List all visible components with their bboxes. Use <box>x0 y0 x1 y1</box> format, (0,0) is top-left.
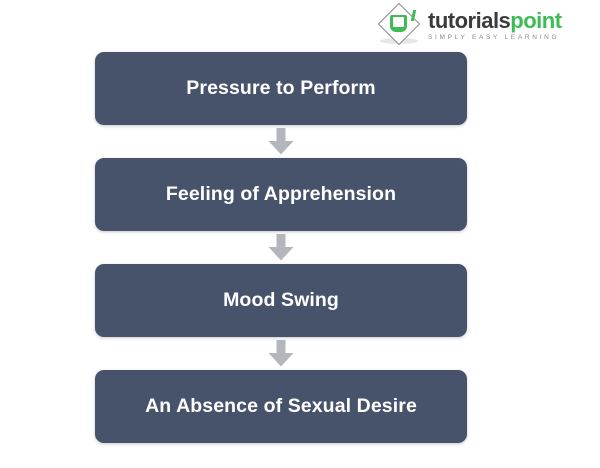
brand-logo: tutorialspoint SIMPLY EASY LEARNING <box>377 2 592 48</box>
tutorialspoint-logo-icon <box>377 2 424 47</box>
flow-node: An Absence of Sexual Desire <box>95 370 467 443</box>
brand-name-part1: tutorials <box>428 8 511 34</box>
flow-node: Pressure to Perform <box>95 52 467 125</box>
arrow-down-icon <box>268 340 294 367</box>
logo-book-icon <box>390 15 407 32</box>
flow-node-label: Mood Swing <box>223 289 339 311</box>
logo-checkmark-icon <box>399 10 417 21</box>
arrow-down-icon <box>268 128 294 155</box>
flow-node-label: An Absence of Sexual Desire <box>145 395 417 417</box>
arrow-down-icon <box>268 234 294 261</box>
flow-connector <box>95 231 467 264</box>
flowchart: Pressure to Perform Feeling of Apprehens… <box>95 52 467 443</box>
flow-node-label: Pressure to Perform <box>186 77 376 99</box>
flow-node: Feeling of Apprehension <box>95 158 467 231</box>
flow-connector <box>95 337 467 370</box>
brand-wordmark: tutorialspoint SIMPLY EASY LEARNING <box>428 10 562 42</box>
flow-node: Mood Swing <box>95 264 467 337</box>
brand-tagline: SIMPLY EASY LEARNING <box>428 34 560 42</box>
flow-node-label: Feeling of Apprehension <box>165 183 397 205</box>
flow-connector <box>95 125 467 158</box>
brand-name-part2: point <box>510 8 562 34</box>
